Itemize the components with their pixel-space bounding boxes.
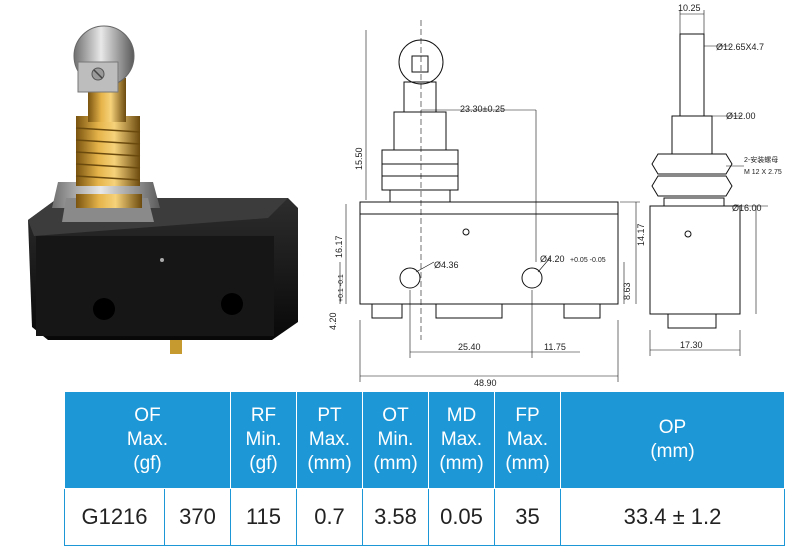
header-pt: PT Max. (mm) — [296, 391, 363, 489]
cell-of: 370 — [164, 488, 231, 546]
header-md: MD Max. (mm) — [428, 391, 495, 489]
technical-drawing: 23.30±0.25 15.50 16.17 4.20 +0.1 -0.1 Ø4… — [328, 3, 782, 388]
dim-low-left-tol: +0.1 -0.1 — [338, 274, 345, 302]
dim-hole2-tol: +0.05 -0.05 — [570, 257, 606, 264]
dim-roller: Ø12.65X4.7 — [716, 42, 764, 52]
dim-plunger-height: 15.50 — [354, 147, 364, 170]
dim-hole1: Ø4.36 — [434, 260, 459, 270]
mounting-nut — [52, 182, 160, 222]
header-fp: FP Max. (mm) — [494, 391, 561, 489]
header-op: OP (mm) — [560, 391, 785, 489]
cell-md: 0.05 — [428, 488, 495, 546]
header-rf: RF Min. (gf) — [230, 391, 297, 489]
cell-op: 33.4 ± 1.2 — [560, 488, 785, 546]
dim-side-width: 17.30 — [680, 340, 703, 350]
dim-offset: 23.30±0.25 — [460, 104, 505, 114]
cell-model: G1216 — [64, 488, 165, 546]
dim-spacing-b: 11.75 — [544, 342, 566, 352]
table-header-row: OF Max. (gf) RF Min. (gf) PT Max. (mm) O… — [64, 391, 785, 489]
dim-nut-note: 2-安装螺母 — [744, 155, 778, 164]
dim-thread-diameter: Ø12.00 — [726, 111, 756, 121]
dim-nut-thread: M 12 X 2.75 — [744, 169, 782, 176]
cell-ot: 3.58 — [362, 488, 429, 546]
dim-body-height-left: 16.17 — [334, 235, 344, 258]
dim-low-left: 4.20 — [328, 312, 338, 330]
dim-total-width: 48.90 — [474, 378, 497, 388]
dim-collar-diameter: Ø16.00 — [732, 203, 762, 213]
threaded-bushing — [75, 116, 141, 186]
dim-low-right: 8.63 — [622, 282, 632, 300]
cell-pt: 0.7 — [296, 488, 363, 546]
header-of: OF Max. (gf) — [64, 391, 231, 489]
dim-body-height-right: 14.17 — [636, 223, 646, 246]
table-row: G1216 370 115 0.7 3.58 0.05 35 33.4 ± 1.… — [64, 488, 785, 546]
dim-hole2: Ø4.20 — [540, 254, 565, 264]
spec-table: OF Max. (gf) RF Min. (gf) PT Max. (mm) O… — [64, 391, 785, 546]
product-photo — [28, 25, 298, 354]
dim-width-top: 10.25 — [678, 3, 701, 13]
header-ot: OT Min. (mm) — [362, 391, 429, 489]
roller — [73, 25, 135, 93]
cell-rf: 115 — [230, 488, 297, 546]
dim-spacing-a: 25.40 — [458, 342, 481, 352]
cell-fp: 35 — [494, 488, 561, 546]
